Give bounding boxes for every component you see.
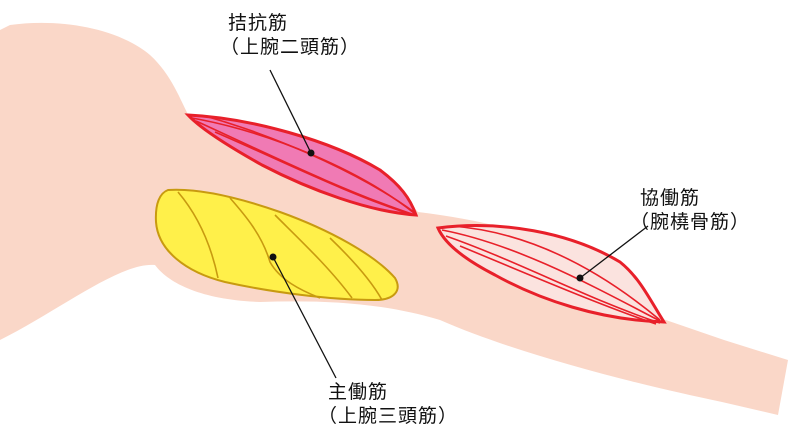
synergist-pointer-dot <box>577 275 584 282</box>
agonist-pointer-dot <box>270 254 277 261</box>
agonist-name: 主働筋 <box>318 380 458 404</box>
antagonist-label: 拮抗筋 （上腕二頭筋） <box>220 11 360 59</box>
agonist-label: 主働筋 （上腕三頭筋） <box>318 380 458 428</box>
synergist-detail: （腕橈骨筋） <box>630 210 750 234</box>
antagonist-detail: （上腕二頭筋） <box>220 35 360 59</box>
antagonist-pointer-dot <box>308 150 315 157</box>
agonist-detail: （上腕三頭筋） <box>318 404 458 428</box>
antagonist-name: 拮抗筋 <box>220 11 360 35</box>
synergist-label: 協働筋 （腕橈骨筋） <box>630 186 750 234</box>
synergist-name: 協働筋 <box>630 186 750 210</box>
